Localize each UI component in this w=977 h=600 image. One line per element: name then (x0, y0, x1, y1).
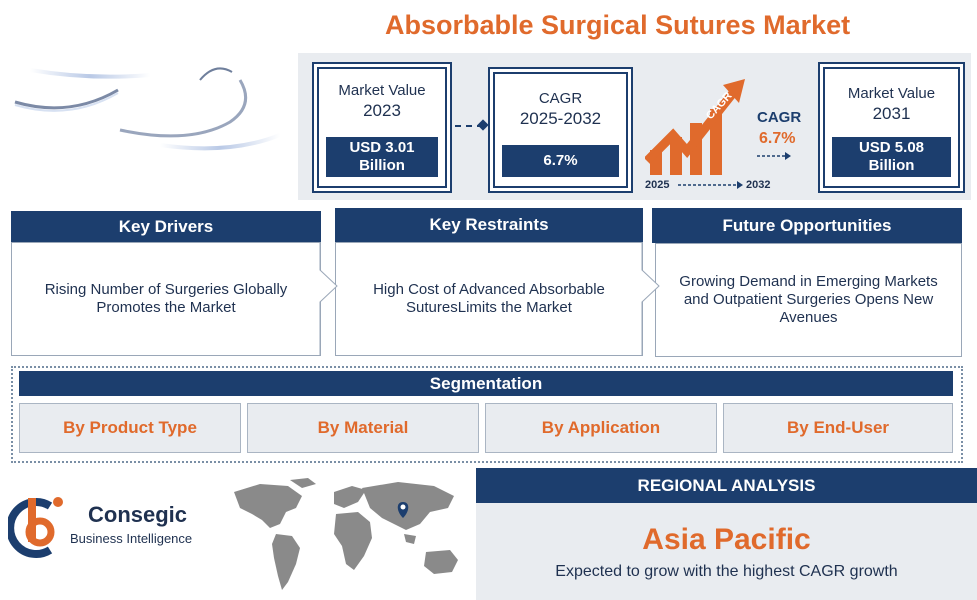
regional-analysis-heading: REGIONAL ANALYSIS (476, 468, 977, 503)
market-value-2031-value: USD 5.08 Billion (832, 137, 951, 177)
key-drivers-heading: Key Drivers (11, 211, 321, 242)
region-description: Expected to grow with the highest CAGR g… (555, 563, 898, 580)
segmentation-heading: Segmentation (19, 371, 953, 396)
future-opportunities-text: Growing Demand in Emerging Markets and O… (655, 243, 962, 357)
key-restraints-heading: Key Restraints (335, 208, 643, 242)
future-opportunities-heading: Future Opportunities (652, 208, 962, 243)
regional-analysis-body: Asia Pacific Expected to grow with the h… (476, 503, 977, 600)
logo-name: Consegic (88, 502, 188, 527)
segment-material[interactable]: By Material (247, 403, 479, 453)
cagr-box: CAGR 2025-2032 6.7% (488, 67, 633, 193)
market-value-2031-box: Market Value 2031 USD 5.08 Billion (818, 62, 965, 193)
end-year-label: 2032 (746, 179, 771, 191)
start-year-label: 2025 (645, 179, 670, 191)
consegic-logo-icon (8, 497, 63, 558)
connector-line (455, 125, 483, 127)
market-value-2023-year: 2023 (363, 101, 401, 120)
region-name: Asia Pacific (642, 523, 811, 556)
market-value-2031-year: 2031 (872, 104, 911, 123)
logo-sub-line: Business Intelligence (70, 531, 193, 546)
market-value-2031-label: Market Value (847, 85, 936, 102)
page-title: Absorbable Surgical Sutures Market (385, 10, 851, 40)
key-drivers-text: Rising Number of Surgeries Globally Prom… (11, 242, 321, 356)
segmentation-section: Segmentation By Product Type By Material… (11, 366, 963, 463)
market-value-2023-value: USD 3.01 Billion (326, 137, 438, 177)
segment-product-type[interactable]: By Product Type (19, 403, 241, 453)
key-restraints-text: High Cost of Advanced Absorbable Sutures… (335, 242, 643, 356)
cagr-side-label: CAGR (757, 109, 802, 126)
suture-needles-image (14, 67, 281, 151)
card-chevron-2 (641, 242, 660, 356)
cagr-value: 6.7% (502, 145, 619, 177)
card-chevron-1 (319, 242, 338, 356)
cagr-label: CAGR (538, 90, 583, 107)
cagr-growth-graphic (645, 79, 791, 189)
segment-application[interactable]: By Application (485, 403, 717, 453)
world-map-image (234, 478, 458, 590)
cagr-side-value: 6.7% (759, 130, 796, 147)
market-value-2023-box: Market Value 2023 USD 3.01 Billion (312, 62, 452, 193)
segment-end-user[interactable]: By End-User (723, 403, 953, 453)
market-value-2023-label: Market Value (338, 82, 426, 99)
cagr-period: 2025-2032 (519, 109, 602, 128)
